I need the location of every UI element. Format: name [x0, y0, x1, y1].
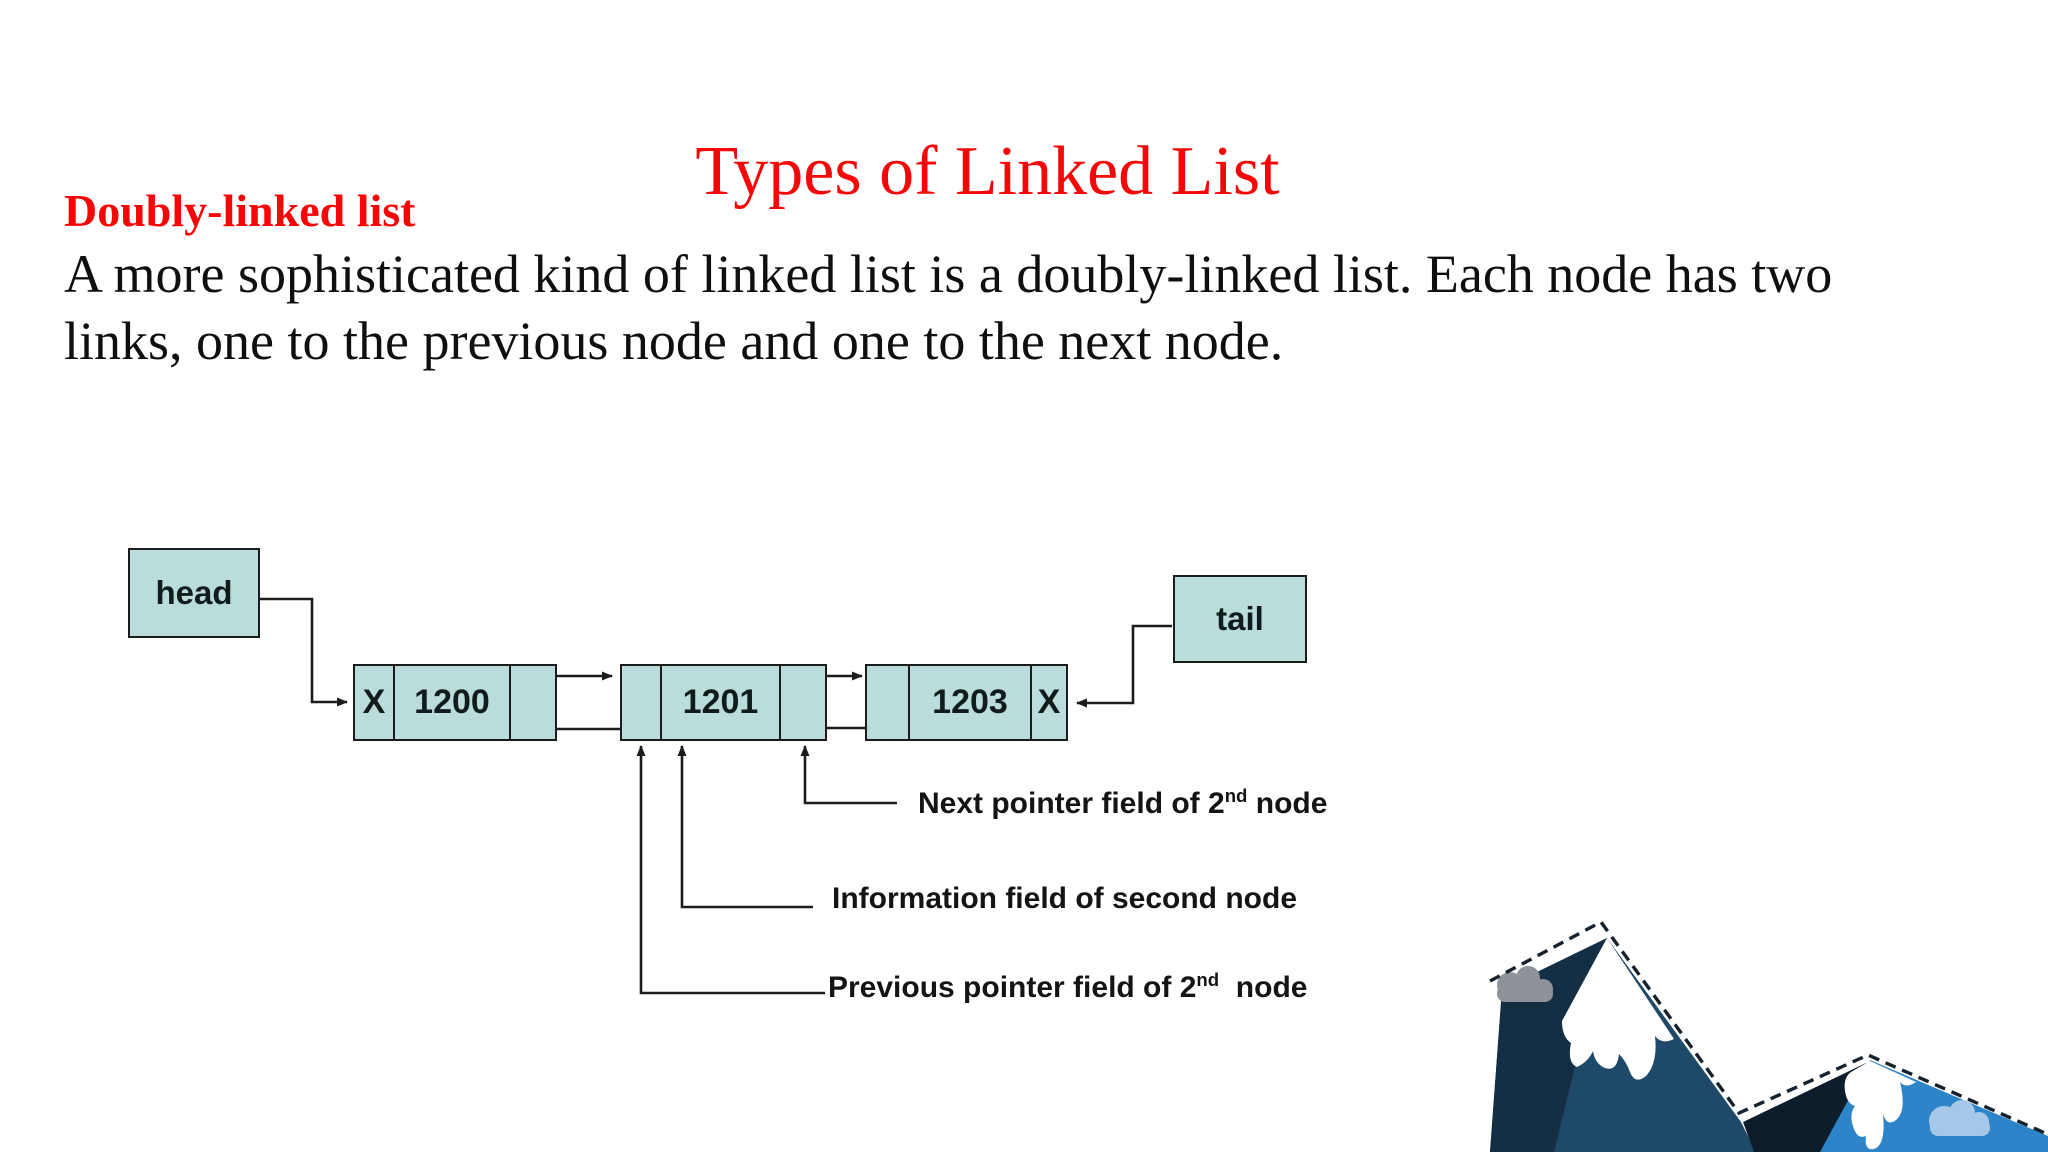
tail-pointer-box: tail [1173, 575, 1307, 663]
section-heading: Doubly-linked list [64, 185, 416, 236]
annotation-text: Information field of second node [832, 882, 1297, 915]
blue-cloud [1929, 1100, 1990, 1136]
node3-info-cell: 1203 [908, 666, 1030, 739]
annotation-text: node [1219, 971, 1308, 1004]
mountain-valley-facet [1743, 1063, 1872, 1152]
tail-label: tail [1216, 600, 1264, 637]
list-node-3: 1203 X [865, 664, 1068, 741]
head-to-node1-arrow [260, 597, 348, 707]
callout-prev-pointer [636, 745, 825, 995]
page-title: Types of Linked List [695, 133, 1280, 210]
annotation-text: Previous pointer field of 2 [828, 971, 1197, 1004]
annotation-text: node [1247, 787, 1328, 820]
node2-next-pointer-cell [779, 666, 825, 739]
node3-next-pointer-cell: X [1030, 666, 1066, 739]
node3-prev-pointer-cell [867, 666, 908, 739]
tail-to-node3-arrow [1076, 624, 1172, 708]
snow-cap-blue [1844, 1061, 1916, 1150]
head-label: head [155, 574, 233, 611]
paragraph-line-2: links, one to the previous node and one … [64, 311, 1284, 371]
annotation-superscript: nd [1196, 969, 1220, 990]
node1-info-cell: 1200 [393, 666, 509, 739]
callout-info-field [677, 745, 813, 909]
annotation-superscript: nd [1224, 785, 1248, 806]
annotation-next-pointer-label: Next pointer field of 2nd node [918, 786, 1327, 822]
body-paragraph: A more sophisticated kind of linked list… [64, 241, 1832, 375]
snow-cap-main [1562, 938, 1674, 1080]
callout-next-pointer [800, 745, 897, 805]
annotation-info-field-label: Information field of second node [832, 881, 1297, 917]
list-node-1: X 1200 [353, 664, 557, 741]
list-node-2: 1201 [620, 664, 827, 741]
node1-prev-pointer-cell: X [362, 683, 386, 721]
head-pointer-box: head [128, 548, 260, 638]
paragraph-line-1: A more sophisticated kind of linked list… [64, 244, 1833, 304]
gray-cloud [1497, 966, 1553, 1002]
node2-info-cell: 1201 [660, 666, 779, 739]
annotation-text: Next pointer field of 2 [918, 787, 1225, 820]
mountain-decoration [1489, 919, 2048, 1152]
node1-next-pointer-cell [509, 666, 555, 739]
node2-prev-pointer-cell [622, 666, 660, 739]
annotation-prev-pointer-label: Previous pointer field of 2nd node [828, 970, 1307, 1006]
dashed-outline [1489, 919, 2048, 1137]
